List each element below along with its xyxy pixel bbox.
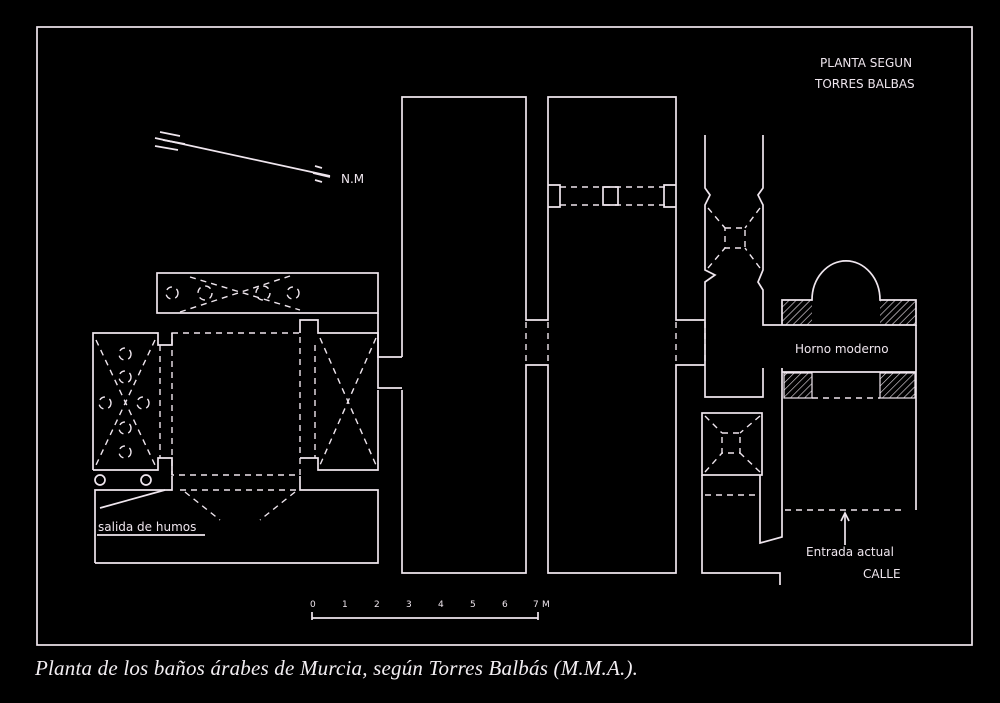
scale-bar: 0 1 2 3 4 5 6 7 M <box>310 600 550 620</box>
north-arrow-icon <box>154 131 331 183</box>
plan-title-line1: PLANTA SEGUN <box>820 56 912 70</box>
calle-label: CALLE <box>863 567 901 581</box>
plan-title-line2: TORRES BALBAS <box>814 77 915 91</box>
scale-tick-3: 3 <box>406 600 412 610</box>
middle-halls <box>401 96 706 574</box>
entrada-actual-label: Entrada actual <box>806 545 894 559</box>
right-rooms <box>701 135 917 585</box>
horno-moderno-label: Horno moderno <box>795 342 889 356</box>
scale-unit: M <box>542 600 550 610</box>
drawing-frame <box>36 26 973 646</box>
entrance-arrow-icon <box>840 511 850 545</box>
figure-caption: Planta de los baños árabes de Murcia, se… <box>35 656 639 680</box>
scale-tick-5: 5 <box>470 600 476 610</box>
scale-tick-1: 1 <box>342 600 348 610</box>
scale-tick-2: 2 <box>374 600 380 610</box>
north-label: N.M <box>341 172 364 186</box>
scale-tick-7: 7 <box>533 600 539 610</box>
scale-tick-6: 6 <box>502 600 508 610</box>
salida-de-humos-label: salida de humos <box>98 520 196 534</box>
scale-tick-4: 4 <box>438 600 444 610</box>
left-rooms <box>92 272 402 564</box>
scale-tick-0: 0 <box>310 600 316 610</box>
